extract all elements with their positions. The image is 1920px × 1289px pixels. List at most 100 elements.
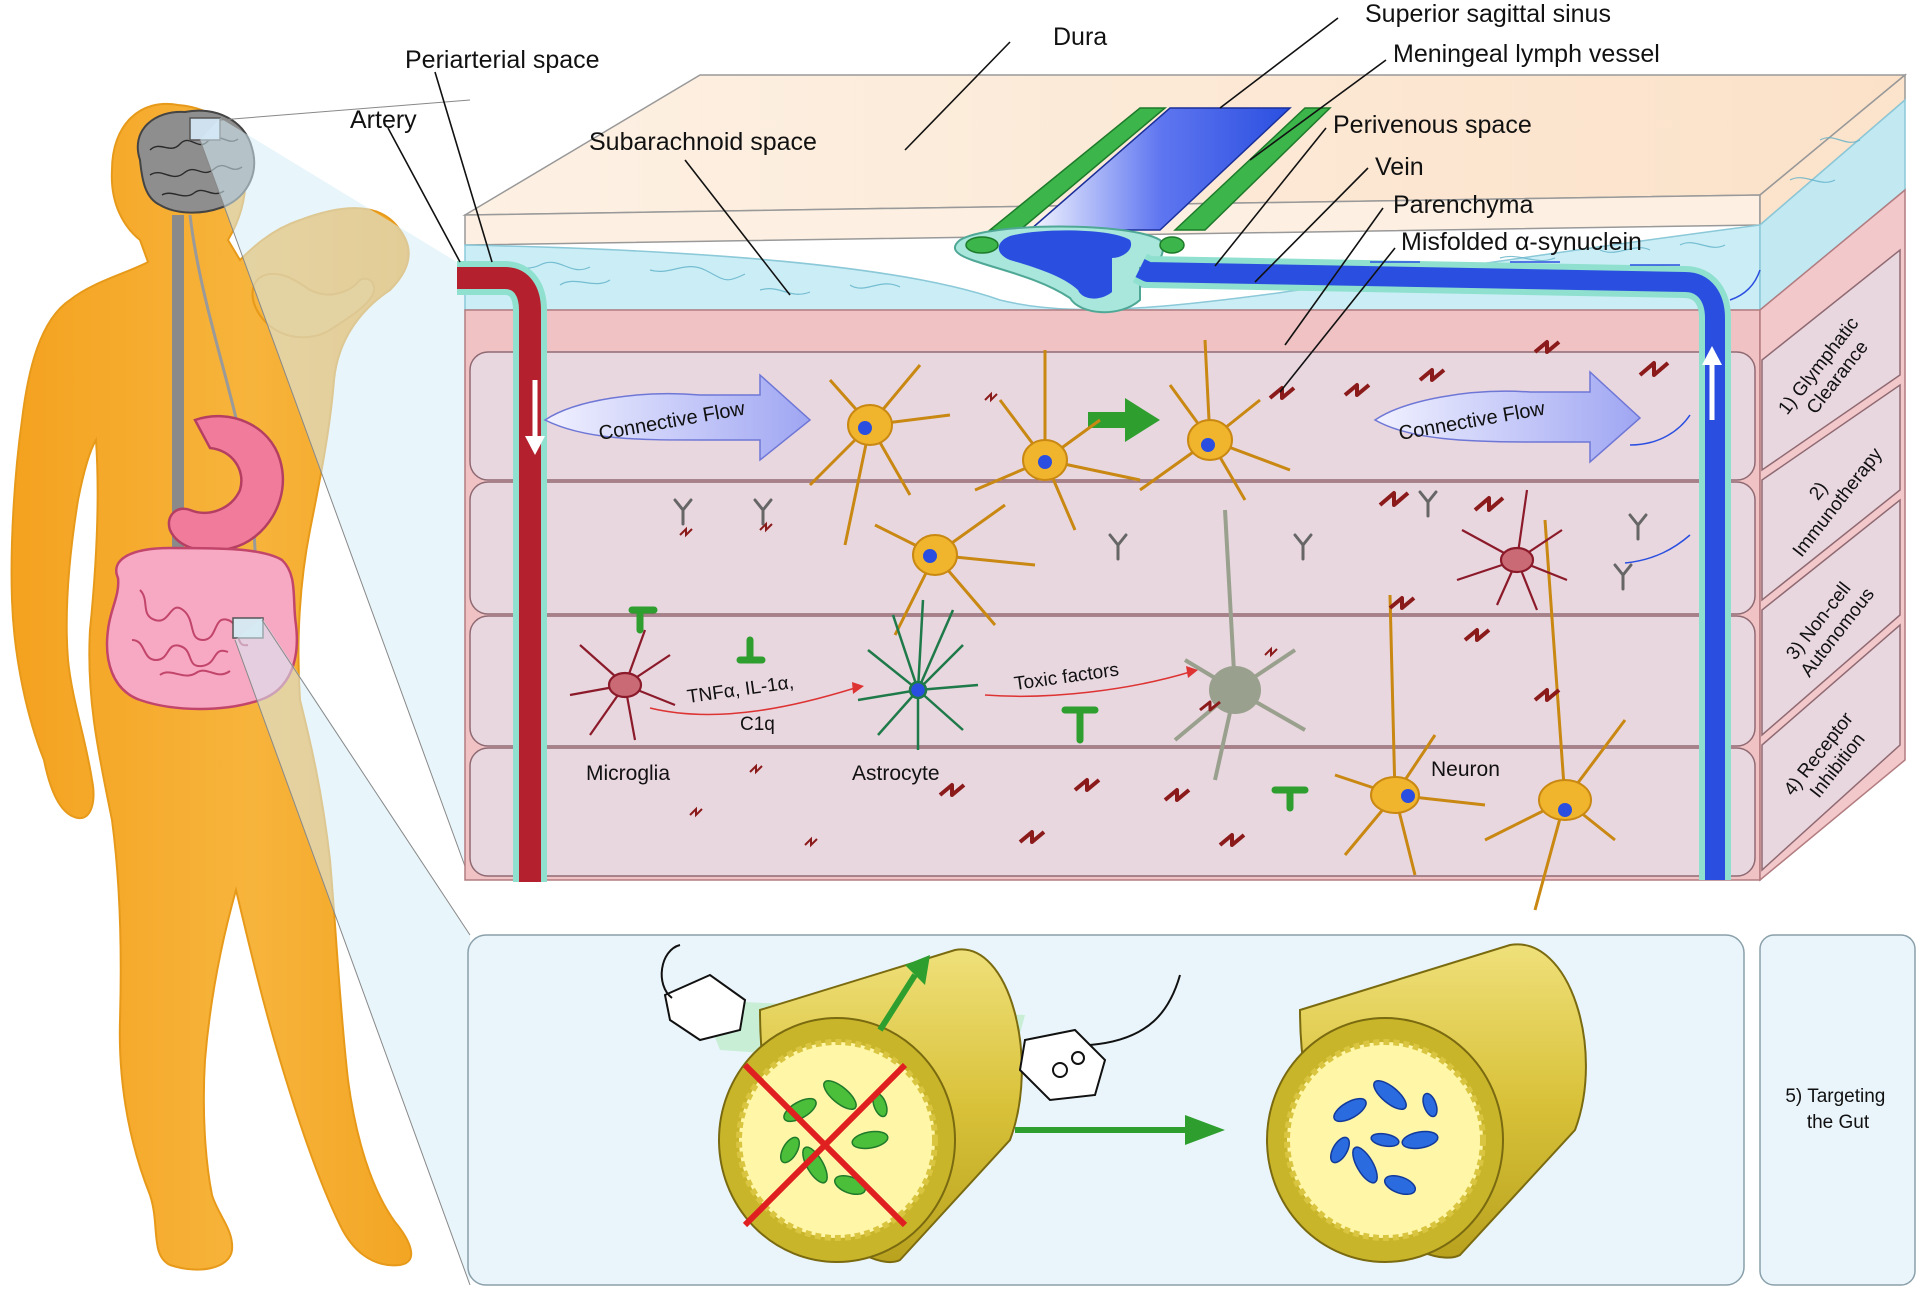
neuron-dendrites-a [808,364,951,546]
cross-out [742,1062,908,1228]
strategy-5-line1: 5) Targeting [1785,1086,1885,1107]
label-dura: Dura [1053,23,1107,51]
strategy-panel-3 [1761,498,1901,737]
fragment-5 [689,806,703,818]
cytokine-arrow [649,687,856,716]
gut-projection-cone [235,618,470,1285]
antibody-3 [1108,533,1128,561]
astrocyte-cell [857,599,979,750]
gut-strategy-panel [1759,934,1916,1286]
microglia-cell-right [1456,489,1568,611]
neuron-dendrites-e [1334,594,1486,876]
label-meningeal-lymph-vessel: Meningeal lymph vessel [1393,40,1660,68]
gut-cylinder-healthy [1266,943,1587,1263]
synuclein-9 [1463,628,1491,642]
microglia-soma-left [607,671,643,699]
lymph-lumen-right [1159,236,1185,254]
neuron-somas [847,404,1592,821]
leader-lymph [1249,59,1387,161]
fragment-1 [984,391,998,403]
synuclein-11 [1073,778,1101,792]
neuron-dendrites-b [974,350,1141,531]
cone-edge-2 [199,139,471,881]
synuclein-14 [1218,833,1246,847]
strategy-panel-4 [1761,623,1901,872]
bacterium-l4 [802,1146,828,1184]
antibody-1 [673,498,693,526]
vein-flow-arrowhead [1702,346,1722,365]
bacterium-r3 [1401,1130,1439,1150]
stratum-2 [469,481,1756,615]
synuclein-13 [1018,830,1046,844]
meningeal-lymph-vessel-right [1173,107,1332,231]
toxic-arrow [984,671,1191,698]
antibody-7 [1613,563,1633,591]
synuclein-4 [1533,340,1561,354]
synuclein-10 [1533,688,1561,702]
gut-transition-arrowhead [1185,1115,1225,1145]
label-microglia: Microglia [586,762,670,785]
fragment-6 [804,836,818,848]
synuclein-7 [1473,496,1505,512]
probe-left-body [663,973,747,1042]
stratum-4 [469,747,1756,877]
sinus-lumen [998,230,1132,299]
antibody-4 [1293,533,1313,561]
cone-edge-3 [261,619,471,936]
nucleus-e [1401,789,1415,803]
degenerating-neuron [1173,509,1306,781]
green-arrow-parenchyma [1088,398,1160,442]
efflux-arrow-2 [1624,534,1691,564]
cone-edge-1 [219,99,471,121]
probe-right-port-2 [1071,1051,1085,1065]
bacterium-r6 [1329,1136,1351,1164]
fragment-3 [679,526,693,538]
synuclein-2 [1343,383,1371,397]
brain-projection-cone [200,118,470,880]
label-subarachnoid-space: Subarachnoid space [589,128,817,156]
neuron-nuclei [858,421,1572,817]
neurons [808,339,1627,911]
bacterium-r5 [1383,1174,1417,1196]
inhibitor-cytokines [736,636,766,664]
microglia-soma-right [1499,546,1535,574]
label-artery: Artery [350,106,417,134]
neuron-dendrites-d [874,503,1036,636]
neuron-dendrites-f [1484,519,1627,911]
bacterium-l3 [851,1130,889,1150]
leader-perivenous [1214,127,1327,267]
leader-vein [1254,167,1369,283]
synuclein-15 [938,783,966,797]
bacterium-l2 [823,1080,857,1110]
leader-sss [1219,17,1339,109]
leader-lines [387,17,1396,393]
efflux-arrows [1370,261,1761,564]
antibodies [673,490,1648,591]
up-arrow-green-head [905,955,930,985]
nucleus-d [923,549,937,563]
nucleus-c [1201,438,1215,452]
nucleus-a [858,421,872,435]
tissue-block [387,17,1908,911]
gut-cylinder-diseased [718,948,1023,1264]
leader-periarterial [434,71,493,263]
leader-subarachnoid [684,159,791,296]
microglia-processes-right [1456,489,1568,611]
label-cytokines-line2: C1q [740,714,775,735]
lymph-lumen-left [965,236,999,254]
strategy-panel-1 [1761,248,1901,472]
inhibitor-toxic-factors [1061,706,1099,744]
astrocyte-processes [857,599,979,750]
label-superior-sagittal-sinus: Superior sagittal sinus [1365,0,1611,28]
toxic-arrowhead [1186,666,1198,678]
inhibitor-microglia [628,606,658,634]
antibody-6 [1628,513,1648,541]
bacterium-l6 [779,1136,801,1164]
fragment-7 [1264,646,1278,658]
label-misfolded-synuclein: Misfolded α-synuclein [1401,228,1642,256]
intestine-loops [131,589,249,677]
cytokine-arrowhead [852,682,864,694]
artery-flow-arrowhead [525,436,545,455]
inhibitor-receptor [1271,786,1309,812]
